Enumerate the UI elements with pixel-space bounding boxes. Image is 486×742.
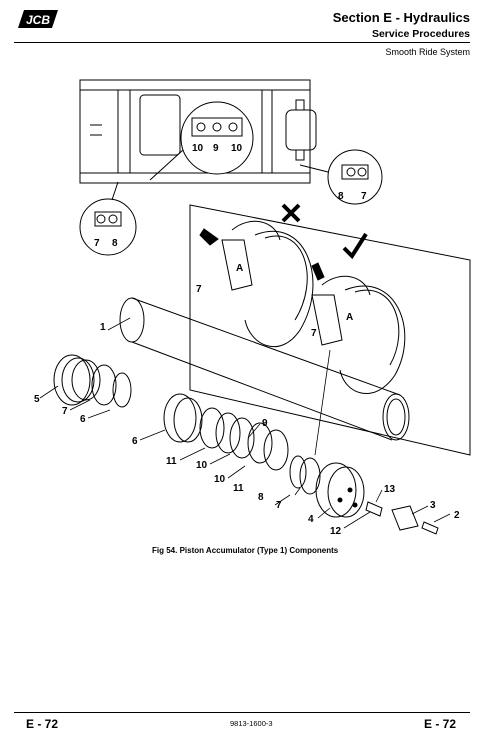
label-7-lower: 7 [276,500,282,511]
right-end-cap-assembly [289,455,365,518]
subsection-title: Service Procedures [371,28,470,40]
figure-caption: Fig 54. Piston Accumulator (Type 1) Comp… [152,546,339,555]
label-7-correct: 7 [311,328,317,339]
header-divider [14,42,470,43]
label-13: 13 [384,484,396,495]
piston-seal-stack [163,393,289,471]
jcb-logo: JCB [14,6,60,34]
footer-divider [14,712,470,713]
label-7-left-cap: 7 [62,406,68,417]
label-8-lower: 8 [258,492,264,503]
topic-title: Smooth Ride System [385,47,470,57]
label-10-top-right: 10 [231,143,243,154]
label-1: 1 [100,322,106,333]
label-2: 2 [454,510,460,521]
left-end-cap-assembly [53,354,132,408]
label-a-right: A [346,312,353,323]
label-8-right-detail: 8 [338,191,344,202]
label-7-wrong: 7 [196,284,202,295]
fittings [365,501,439,535]
detail-circle-valves-right [299,149,383,205]
section-title: Section E - Hydraulics [332,10,470,25]
label-9-top: 9 [213,143,219,154]
detail-circle-valves-left [79,181,137,256]
label-4: 4 [308,514,314,525]
label-12: 12 [330,526,342,537]
accumulator-cylinder [119,297,410,441]
label-7-right-detail: 7 [361,191,367,202]
label-11-upper: 11 [166,456,177,467]
page-number-left: E - 72 [26,717,59,731]
label-6-piston: 6 [132,436,138,447]
detail-circle-valves-top [149,101,254,181]
label-6-left: 6 [80,414,86,425]
label-7-left-detail: 7 [94,238,100,249]
label-10-lower-left: 10 [196,460,208,471]
label-9-lower: 9 [262,418,268,429]
label-8-left-detail: 8 [112,238,118,249]
page-number-right: E - 72 [423,717,456,731]
label-a-wrong: A [236,263,243,274]
label-5: 5 [34,394,40,405]
label-10-lower: 10 [214,474,226,485]
leader-lines [39,317,451,529]
document-number: 9813-1600-3 [230,719,273,728]
chassis-frame [79,79,317,184]
ring-orientation-inset [189,203,471,456]
label-10-top-left: 10 [192,143,204,154]
brand-text: JCB [26,13,50,27]
exploded-diagram: 10 9 10 8 7 7 8 A 7 A 7 1 5 7 6 6 11 10 … [34,79,471,537]
label-3: 3 [430,500,436,511]
label-11-lower: 11 [233,483,244,494]
